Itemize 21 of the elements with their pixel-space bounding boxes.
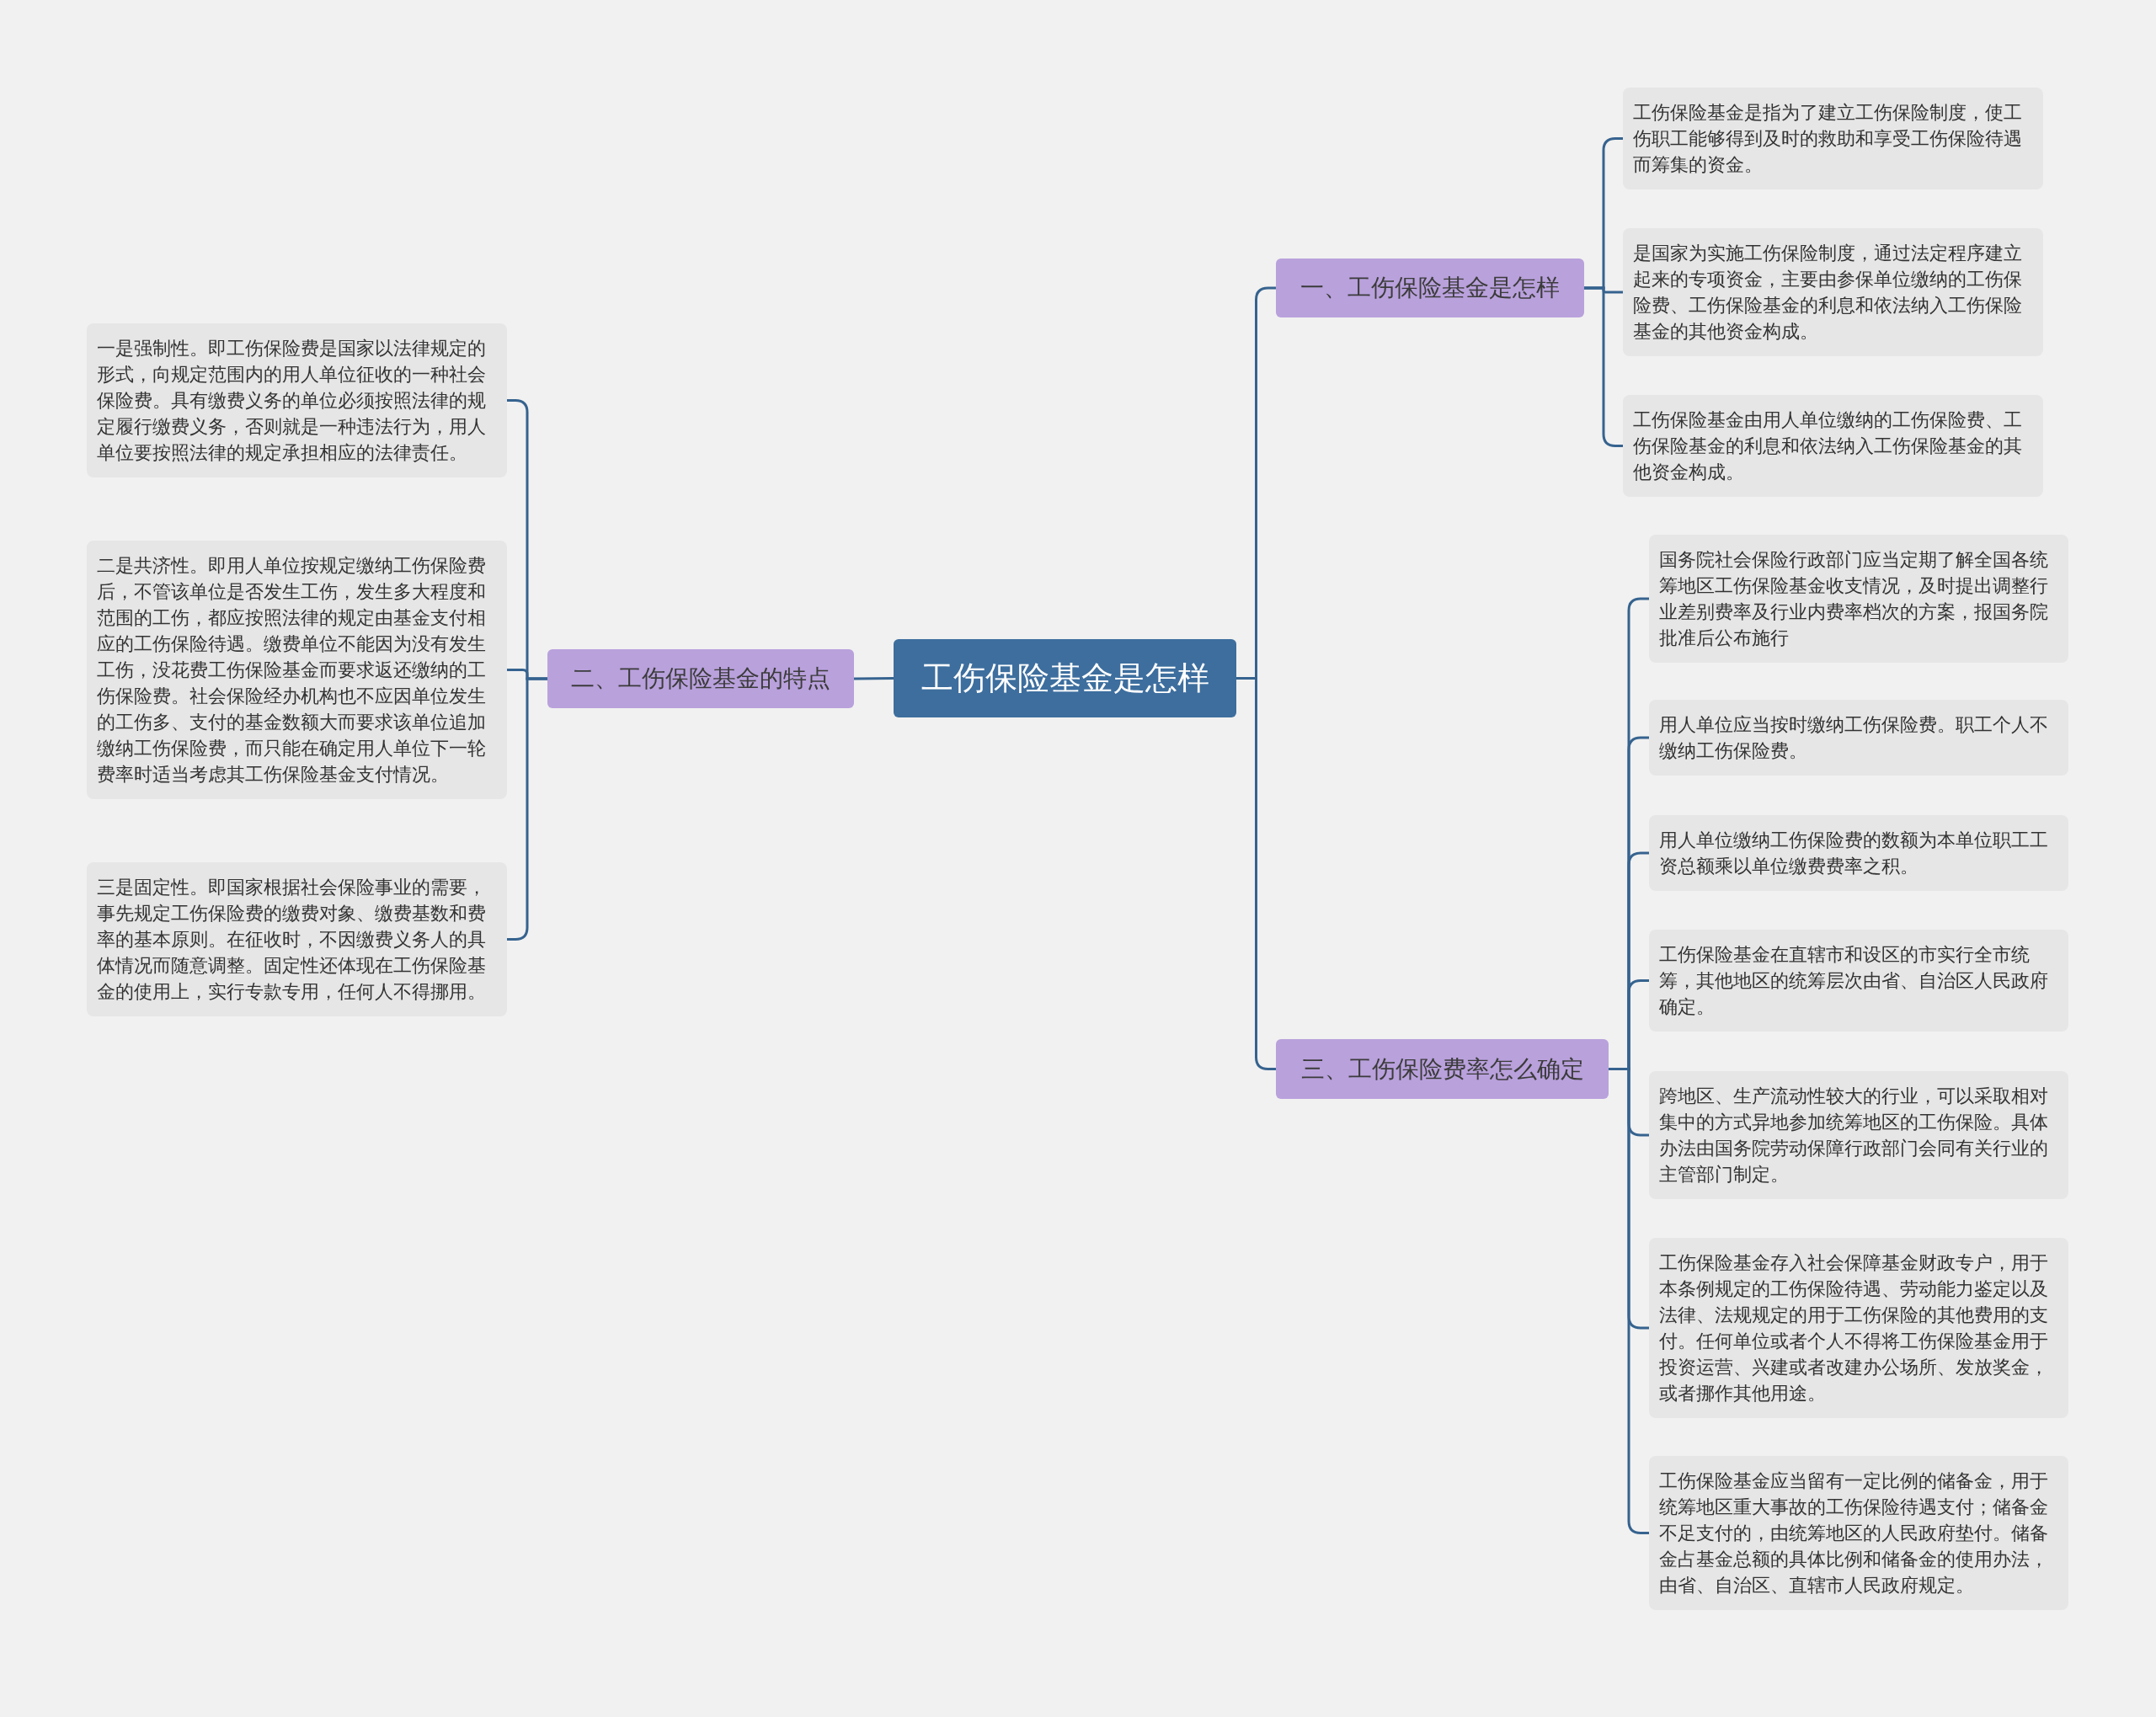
text-card: 工伤保险基金应当留有一定比例的储备金，用于统筹地区重大事故的工伤保险待遇支付；储备金不足支付的，由统筹地区的人民政府垫付。储备金占基金总额的具体比例和储备金的使用办法，由省、自治区、直辖市人民政府规定。 <box>1649 1456 2068 1610</box>
text-card: 二是共济性。即用人单位按规定缴纳工伤保险费后，不管该单位是否发生工伤，发生多大程度和范围的工伤，都应按照法律的规定由基金支付相应的工伤保险待遇。缴费单位不能因为没有发生工伤，没花费工伤保险基金而要求返还缴纳的工伤保险费。社会保险经办机构也不应因单位发生的工伤多、支付的基金数额大而要求该单位追加缴纳工伤保险费，而只能在确定用人单位下一轮费率时适当考虑其工伤保险基金支付情况。 <box>87 541 507 799</box>
text-card: 工伤保险基金存入社会保障基金财政专户，用于本条例规定的工伤保险待遇、劳动能力鉴定以及法律、法规规定的用于工伤保险的其他费用的支付。任何单位或者个人不得将工伤保险基金用于投资运营、兴建或者改建办公场所、发放奖金，或者挪作其他用途。 <box>1649 1238 2068 1418</box>
topic-box: 二、工伤保险基金的特点 <box>547 649 854 708</box>
connector-line <box>1236 677 1276 1070</box>
text-card: 工伤保险基金在直辖市和设区的市实行全市统筹，其他地区的统筹层次由省、自治区人民政府确定。 <box>1649 930 2068 1032</box>
text-card: 三是固定性。即国家根据社会保险事业的需要，事先规定工伤保险费的缴费对象、缴费基数和费率的基本原则。在征收时，不因缴费义务人的具体情况而随意调整。固定性还体现在工伤保险基金的使用上，实行专款专用，任何人不得挪用。 <box>87 862 507 1016</box>
connector-line <box>1584 286 1623 447</box>
topic-box: 一、工伤保险基金是怎样 <box>1276 259 1584 317</box>
text-card: 用人单位应当按时缴纳工伤保险费。职工个人不缴纳工伤保险费。 <box>1649 700 2068 776</box>
connector-line <box>854 677 894 680</box>
central-topic-box: 工伤保险基金是怎样 <box>894 639 1236 717</box>
text-card: 跨地区、生产流动性较大的行业，可以采取相对集中的方式异地参加统筹地区的工伤保险。具体办法由国务院劳动保障行政部门会同有关行业的主管部门制定。 <box>1649 1071 2068 1199</box>
text-card: 用人单位缴纳工伤保险费的数额为本单位职工工资总额乘以单位缴费费率之积。 <box>1649 815 2068 891</box>
connector-line <box>507 677 547 941</box>
text-card: 国务院社会保险行政部门应当定期了解全国各统筹地区工伤保险基金收支情况，及时提出调整行业差别费率及行业内费率档次的方案，报国务院批准后公布施行 <box>1649 535 2068 663</box>
text-card: 工伤保险基金由用人单位缴纳的工伤保险费、工伤保险基金的利息和依法纳入工伤保险基金的其他资金构成。 <box>1623 395 2043 497</box>
text-card: 是国家为实施工伤保险制度，通过法定程序建立起来的专项资金，主要由参保单位缴纳的工伤保险费、工伤保险基金的利息和依法纳入工伤保险基金的其他资金构成。 <box>1623 228 2043 356</box>
text-card: 一是强制性。即工伤保险费是国家以法律规定的形式，向规定范围内的用人单位征收的一种社会保险费。具有缴费义务的单位必须按照法律的规定履行缴费义务，否则就是一种违法行为，用人单位要按照法律的规定承担相应的法律责任。 <box>87 323 507 477</box>
text-card: 工伤保险基金是指为了建立工伤保险制度，使工伤职工能够得到及时的救助和享受工伤保险待遇而筹集的资金。 <box>1623 88 2043 189</box>
topic-box: 三、工伤保险费率怎么确定 <box>1276 1039 1609 1099</box>
